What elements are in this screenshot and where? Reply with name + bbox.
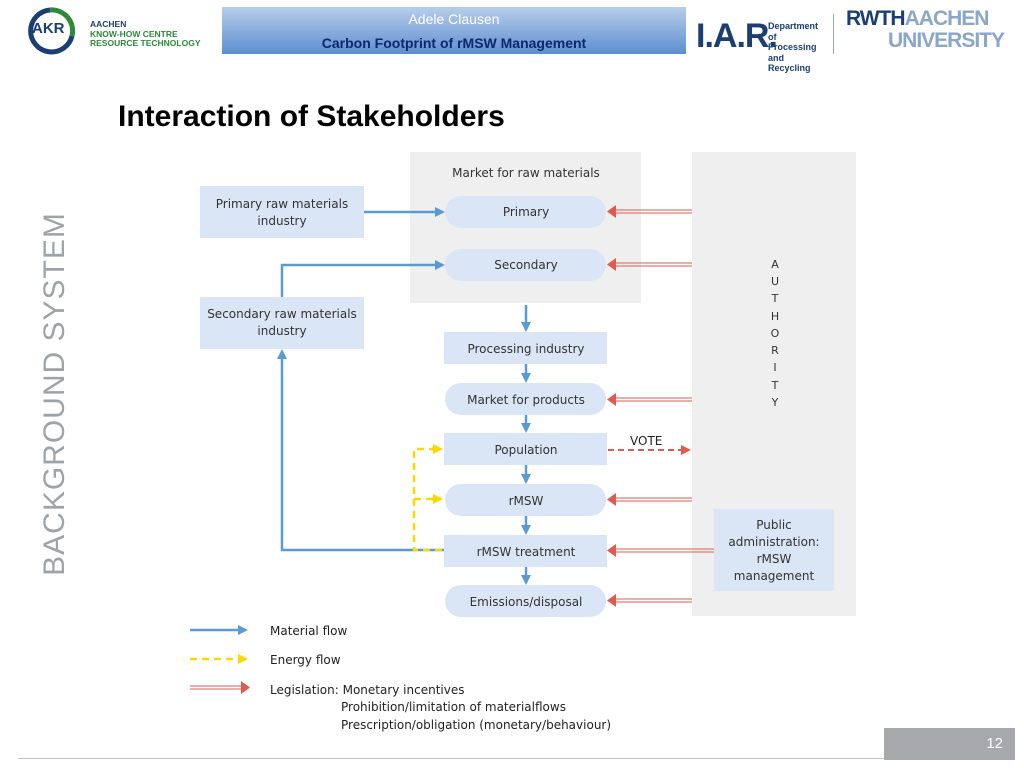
rwth-logo-university: UNIVERSITY	[888, 29, 1005, 52]
presentation-title: Carbon Footprint of rMSW Management	[321, 35, 587, 51]
secondary-raw-industry-label: Secondary raw materials	[207, 307, 357, 321]
secondary-raw-industry-box	[200, 297, 364, 349]
primary-raw-industry-box	[200, 186, 364, 238]
primary-raw-industry-label: Primary raw materials	[216, 197, 348, 211]
authority-letter: Y	[771, 396, 779, 409]
primary-label: Primary	[503, 205, 549, 219]
akr-logo-mark: AKR	[28, 7, 76, 55]
legislation-arrow	[607, 258, 692, 271]
legend-legislation-swatch	[190, 681, 250, 694]
emissions-node	[445, 585, 606, 617]
legend-material-label: Material flow	[270, 624, 347, 638]
authority-letter: T	[771, 379, 779, 392]
rwth-logo-rwth: RWTH	[846, 7, 906, 30]
rmsw-treatment-node	[444, 535, 607, 567]
market-products-node	[445, 383, 606, 415]
public-admin-label: management	[734, 569, 815, 583]
secondary-label: Secondary	[494, 258, 558, 272]
legend-legislation-label: Prescription/obligation (monetary/behavi…	[341, 718, 611, 732]
authority-letter: A	[771, 258, 779, 271]
authority-letter: H	[771, 310, 779, 323]
authority-letter: U	[771, 275, 779, 288]
author-name: Adele Clausen	[408, 11, 500, 27]
rmsw-label: rMSW	[509, 494, 544, 508]
legend: Material flow Energy flow Legislation: M…	[190, 624, 611, 732]
akr-logo-line: AACHEN	[90, 19, 127, 29]
rwth-logo-aachen: AACHEN	[904, 7, 990, 30]
population-node	[444, 433, 607, 465]
authority-letter: T	[771, 292, 779, 305]
slide-title: Interaction of Stakeholders	[118, 100, 505, 133]
processing-industry-node	[444, 332, 607, 364]
rmsw-treatment-label: rMSW treatment	[477, 545, 576, 559]
header-banner: Adele Clausen Carbon Footprint of rMSW M…	[222, 7, 686, 54]
logo-separator	[833, 14, 834, 54]
public-admin-label: Public	[756, 518, 792, 532]
rmsw-node	[445, 484, 606, 516]
primary-node	[445, 196, 606, 228]
secondary-raw-industry-label: industry	[257, 324, 306, 338]
legislation-arrow	[607, 594, 692, 607]
akr-logo: AKR AACHEN KNOW-HOW CENTRE RESOURCE TECH…	[10, 6, 220, 56]
legend-energy-label: Energy flow	[270, 653, 341, 667]
page-number: 12	[986, 735, 1003, 752]
market-raw-title: Market for raw materials	[452, 166, 600, 180]
secondary-node	[445, 249, 606, 281]
material-flow-arrow	[280, 260, 445, 297]
vote-label: VOTE	[630, 434, 662, 448]
iar-logo-text: Department of Processing and Recycling	[768, 21, 826, 74]
legislation-arrow	[607, 205, 692, 218]
authority-letter: R	[771, 344, 779, 357]
legislation-arrow	[607, 393, 692, 406]
authority-label: A U T H O R I T Y	[771, 258, 780, 409]
legislation-arrow	[607, 544, 714, 557]
public-admin-label: administration:	[728, 535, 819, 549]
rwth-logo: RWTHAACHEN UNIVERSITY	[846, 8, 1011, 54]
processing-industry-label: Processing industry	[467, 342, 584, 356]
legislation-arrow	[607, 493, 692, 506]
legend-legislation-label: Prohibition/limitation of materialflows	[341, 700, 566, 714]
iar-logo: I.A.R. Department of Processing and Recy…	[696, 17, 826, 73]
authority-letter: I	[773, 361, 776, 374]
legend-legislation-label: Legislation: Monetary incentives	[270, 683, 464, 697]
akr-logo-line: KNOW-HOW CENTRE	[90, 28, 178, 39]
akr-logo-text: AACHEN KNOW-HOW CENTRE RESOURCE TECHNOLO…	[90, 19, 201, 49]
akr-logo-letters: AKR	[32, 20, 65, 37]
emissions-label: Emissions/disposal	[470, 595, 583, 609]
population-label: Population	[494, 443, 557, 457]
public-admin-box	[714, 509, 834, 591]
iar-logo-line: and Recycling	[768, 52, 811, 74]
page-number-box: 12	[884, 728, 1015, 760]
akr-logo-line: RESOURCE TECHNOLOGY	[90, 38, 201, 48]
market-products-label: Market for products	[467, 393, 585, 407]
footer-divider	[18, 758, 884, 759]
iar-logo-line: Department	[768, 21, 819, 31]
iar-logo-mark: I.A.R.	[696, 17, 778, 55]
material-flow-arrow	[277, 349, 444, 552]
primary-raw-industry-label: industry	[257, 214, 306, 228]
iar-logo-line: of Processing	[768, 31, 817, 53]
public-admin-label: rMSW	[757, 552, 792, 566]
authority-letter: O	[771, 327, 780, 340]
